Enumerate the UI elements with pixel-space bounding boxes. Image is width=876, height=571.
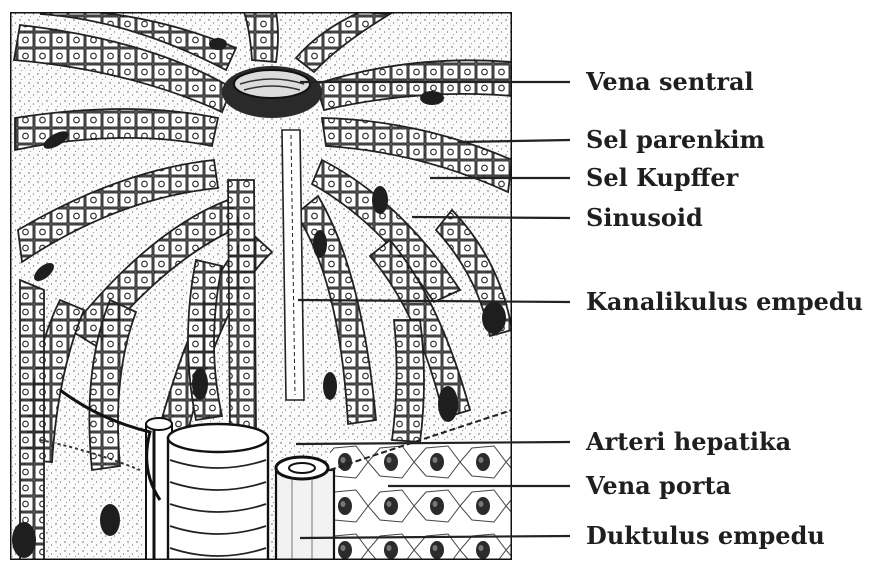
label-bile-canaliculus: Kanalikulus empedu [586,287,863,316]
bile-canaliculus-drawing [282,130,304,400]
label-central-vein: Vena sentral [585,67,754,96]
label-portal-vein: Vena porta [585,471,731,500]
label-sinusoid: Sinusoid [586,203,703,232]
label-bile-ductule: Duktulus empedu [586,521,825,550]
label-hepatic-artery: Arteri hepatika [585,427,791,456]
label-parenchyma-cell: Sel parenkim [586,125,765,154]
label-kupffer-cell: Sel Kupffer [586,163,739,192]
portal-vein-drawing [168,424,268,568]
bile-ductule-drawing [276,457,334,570]
central-vein-drawing [222,66,322,118]
labels: Vena sentral Sel parenkim Sel Kupffer Si… [585,67,863,550]
